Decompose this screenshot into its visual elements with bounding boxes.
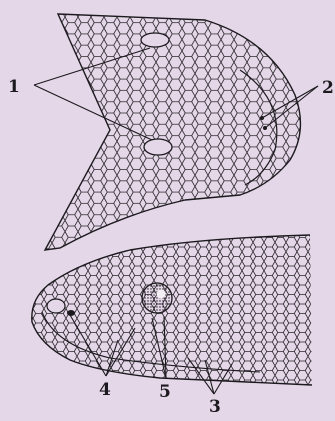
callout-5: 5: [159, 382, 171, 402]
supraocular-scale-lower: [144, 139, 172, 155]
lateral-head-view: [0, 225, 335, 395]
dorsal-head-view: [0, 0, 335, 260]
supraocular-scale-upper: [141, 33, 169, 47]
callout-3: 3: [209, 397, 221, 417]
eye: [142, 283, 172, 313]
eye-highlight: [157, 290, 166, 299]
callout-4: 4: [99, 380, 111, 400]
loreal-pit: [67, 310, 75, 316]
callout-1: 1: [8, 77, 20, 97]
nostril-scale: [47, 299, 65, 313]
callout-2: 2: [322, 78, 334, 98]
